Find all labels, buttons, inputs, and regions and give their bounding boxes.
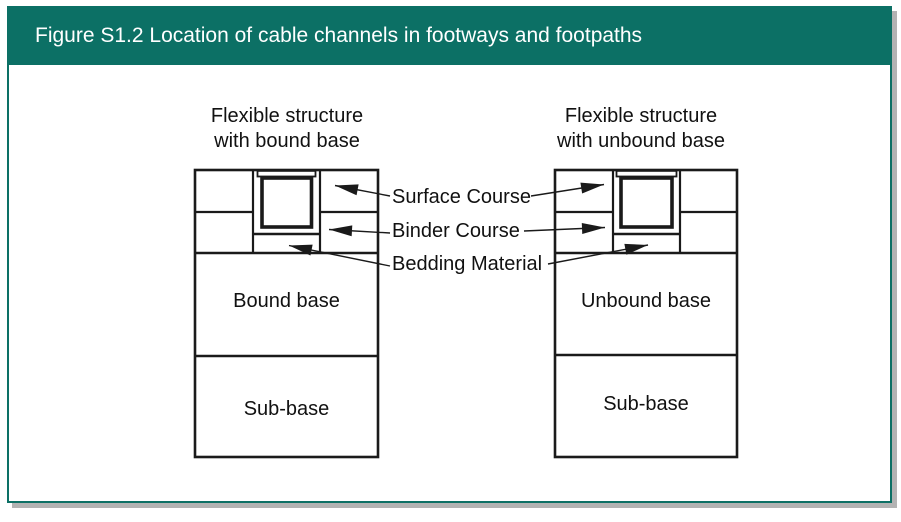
figure-header: Figure S1.2 Location of cable channels i…: [7, 6, 892, 65]
right-diagram: [553, 168, 739, 459]
right-diagram-title-line2: with unbound base: [557, 130, 725, 152]
right-base-layer-label: Unbound base: [580, 290, 712, 312]
left-diagram-title-line2: with bound base: [214, 130, 360, 152]
binder-course-leader-right-arrow-icon: [523, 222, 606, 234]
bedding-material-leader-right-arrow-icon: [547, 243, 649, 265]
figure-frame: [7, 6, 892, 503]
surface-course-leader-right-arrow-icon: [530, 182, 605, 197]
left-diagram: [193, 168, 380, 459]
binder-course-label: Binder Course: [392, 220, 520, 242]
surface-course-leader-left-arrow-icon: [334, 184, 391, 197]
left-diagram-title: Flexible structure with bound base: [192, 104, 382, 154]
bedding-material-leader-left-arrow-icon: [288, 244, 391, 267]
right-diagram-title-line1: Flexible structure: [564, 105, 718, 127]
right-diagram-title: Flexible structure with unbound base: [546, 104, 736, 154]
right-cable-channel-box: [619, 176, 674, 229]
left-channel-lid: [256, 169, 317, 178]
leader-lines: [288, 182, 649, 267]
figure-title: Figure S1.2 Location of cable channels i…: [35, 24, 643, 47]
left-diagram-title-line1: Flexible structure: [210, 105, 364, 127]
surface-course-label: Surface Course: [392, 186, 531, 208]
right-channel-lid: [615, 169, 678, 178]
binder-course-leader-left-arrow-icon: [328, 225, 391, 237]
left-base-layer-label: Bound base: [233, 290, 340, 312]
bedding-material-label: Bedding Material: [392, 253, 543, 275]
left-subbase-layer-label: Sub-base: [243, 398, 330, 420]
left-cable-channel-box: [260, 176, 314, 229]
right-subbase-layer-label: Sub-base: [603, 393, 689, 415]
